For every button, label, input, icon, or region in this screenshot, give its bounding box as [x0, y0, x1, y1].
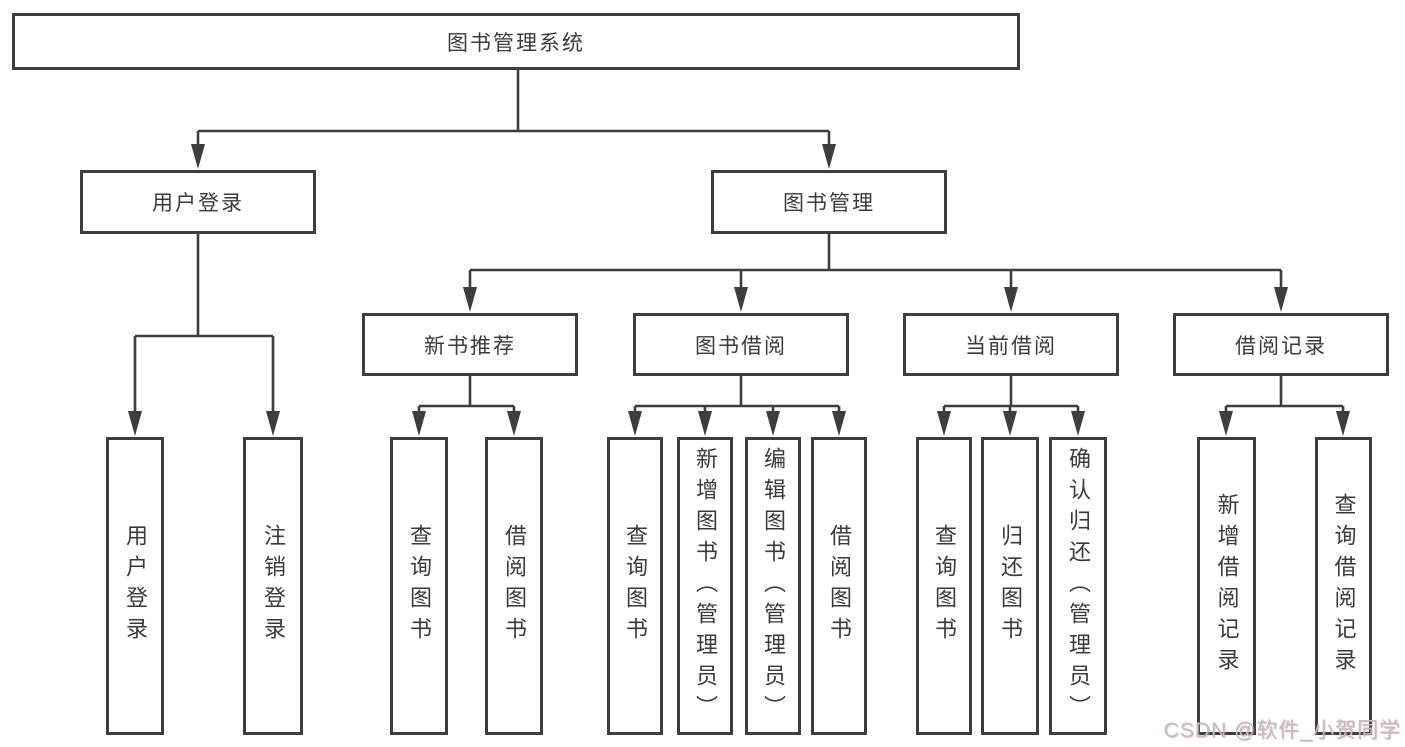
node-new-book-recommend: 新书推荐: [362, 313, 578, 376]
node-new-book-recommend-label: 新书推荐: [424, 334, 516, 358]
node-user-login-label: 用户登录: [152, 192, 244, 215]
leaf-user-login-label: 用户登录: [123, 524, 148, 648]
leaf-confirm-return-admin-label: 确认归还（管理员）: [1066, 446, 1091, 726]
leaf-return-book: 归还图书: [981, 437, 1039, 735]
arrowhead-icons: [128, 144, 1350, 436]
leaf-logout: 注销登录: [243, 437, 303, 735]
leaf-logout-label: 注销登录: [261, 524, 286, 648]
leaf-borrow-book-label: 借阅图书: [827, 524, 852, 648]
leaf-return-book-label: 归还图书: [998, 524, 1023, 648]
leaf-borrow-book-recommend: 借阅图书: [485, 437, 543, 735]
leaf-add-borrow-record: 新增借阅记录: [1197, 437, 1256, 735]
leaf-add-borrow-record-label: 新增借阅记录: [1214, 493, 1240, 679]
node-borrow-records: 借阅记录: [1173, 313, 1389, 376]
node-root-label: 图书管理系统: [447, 31, 585, 55]
node-book-management: 图书管理: [711, 170, 947, 234]
leaf-query-book-borrow-label: 查询图书: [623, 524, 648, 648]
leaf-user-login: 用户登录: [106, 437, 164, 735]
leaf-query-book-borrow: 查询图书: [607, 437, 663, 735]
leaf-edit-book-admin: 编辑图书（管理员）: [745, 437, 801, 735]
leaf-query-book-recommend: 查询图书: [390, 437, 448, 735]
leaf-edit-book-admin-label: 编辑图书（管理员）: [761, 446, 786, 726]
node-book-borrow: 图书借阅: [633, 313, 849, 376]
leaf-borrow-book-recommend-label: 借阅图书: [502, 524, 527, 648]
leaf-borrow-book: 借阅图书: [811, 437, 867, 735]
node-user-login: 用户登录: [80, 170, 316, 234]
node-book-management-label: 图书管理: [783, 192, 875, 215]
leaf-query-book-current-label: 查询图书: [932, 524, 957, 648]
leaf-query-borrow-record-label: 查询借阅记录: [1331, 493, 1357, 679]
leaf-add-book-admin-label: 新增图书（管理员）: [693, 446, 718, 726]
node-borrow-records-label: 借阅记录: [1235, 334, 1327, 358]
leaf-query-book-current: 查询图书: [916, 437, 972, 735]
leaf-add-book-admin: 新增图书（管理员）: [677, 437, 733, 735]
leaf-query-borrow-record: 查询借阅记录: [1315, 437, 1372, 735]
node-book-borrow-label: 图书借阅: [695, 334, 787, 358]
csdn-watermark: CSDN @软件_小贺同学: [1163, 719, 1401, 742]
leaf-confirm-return-admin: 确认归还（管理员）: [1049, 437, 1107, 735]
node-current-borrow-label: 当前借阅: [965, 334, 1057, 358]
node-root: 图书管理系统: [12, 13, 1020, 70]
leaf-query-book-recommend-label: 查询图书: [407, 524, 432, 648]
node-current-borrow: 当前借阅: [903, 313, 1119, 376]
